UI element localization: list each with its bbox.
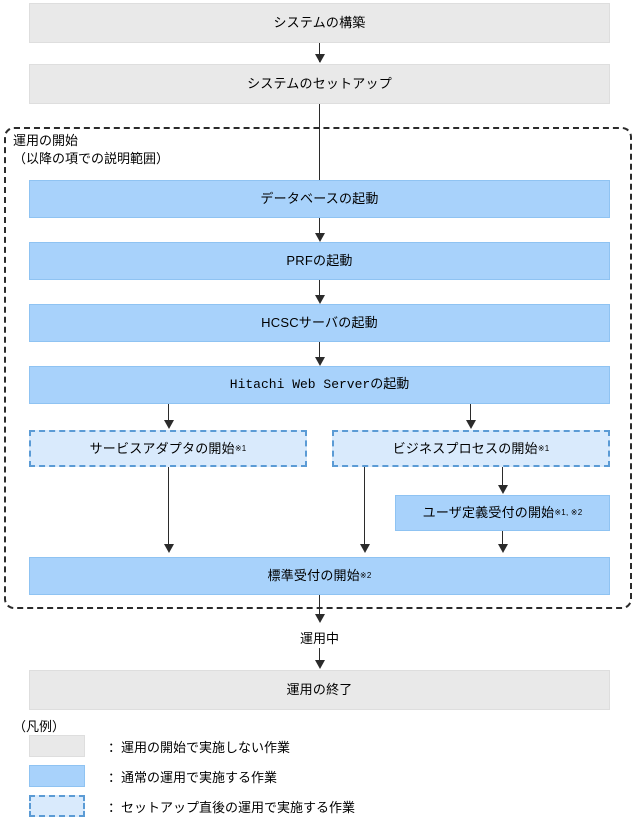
- arrowhead-prf-to-hcsc: [315, 295, 325, 304]
- node-user-defined-reception-start: ユーザ定義受付の開始※1, ※2: [395, 495, 610, 531]
- node-operation-end: 運用の終了: [29, 670, 610, 710]
- connector-business-process-to-user-defined: [502, 467, 503, 486]
- arrowhead-build-to-setup: [315, 54, 325, 63]
- node-label: ビジネスプロセスの開始: [392, 440, 538, 456]
- node-prf-start: PRFの起動: [29, 242, 610, 280]
- node-system-setup: システムのセットアップ: [29, 64, 610, 104]
- operation-start-group-label-line1: 運用の開始: [13, 133, 79, 148]
- node-label: HCSCサーバの起動: [261, 315, 378, 331]
- connector-user-defined-to-standard-reception: [502, 531, 503, 545]
- legend-label: ：運用の開始で実施しない作業: [108, 739, 291, 755]
- node-label-superscript: ※1: [537, 443, 550, 453]
- connector-hws-to-business-process: [470, 404, 471, 421]
- connector-business-process-to-standard-reception: [364, 467, 365, 545]
- connector-database-to-prf: [319, 218, 320, 234]
- node-hitachi-web-server-start: Hitachi Web Serverの起動: [29, 366, 610, 404]
- node-label: システムのセットアップ: [247, 76, 392, 92]
- legend-swatch-blue: [29, 765, 85, 787]
- legend-label: ：通常の運用で実施する作業: [108, 769, 278, 785]
- node-business-process-start: ビジネスプロセスの開始※1: [332, 430, 610, 467]
- connector-standard-reception-to-operating: [319, 595, 320, 618]
- node-label: 運用の終了: [286, 682, 353, 698]
- legend-item-dashed: ：セットアップ直後の運用で実施する作業: [29, 795, 355, 817]
- legend-item-blue: ：通常の運用で実施する作業: [29, 765, 277, 787]
- connector-prf-to-hcsc: [319, 280, 320, 296]
- arrowhead-hcsc-to-hws: [315, 357, 325, 366]
- edge-label-in-operation: 運用中: [297, 628, 343, 647]
- node-label-superscript: ※1, ※2: [554, 508, 583, 517]
- connector-build-to-setup: [319, 43, 320, 62]
- operation-start-group: [4, 127, 632, 609]
- arrowhead-service-adapter-to-standard-reception: [164, 544, 174, 553]
- arrowhead-hws-to-service-adapter: [164, 420, 174, 429]
- arrowhead-user-defined-to-standard-reception: [498, 544, 508, 553]
- node-label: サービスアダプタの開始: [89, 440, 235, 456]
- arrowhead-business-process-to-user-defined: [498, 485, 508, 494]
- arrowhead-standard-reception-to-operating: [315, 614, 325, 623]
- node-label: PRFの起動: [286, 253, 353, 269]
- node-label: 標準受付の開始: [267, 568, 360, 584]
- connector-operating-to-end: [319, 648, 320, 662]
- node-label: Hitachi Web Serverの起動: [229, 377, 410, 393]
- connector-service-adapter-to-standard-reception: [168, 467, 169, 545]
- arrowhead-operating-to-end: [315, 660, 325, 669]
- node-system-build: システムの構築: [29, 3, 610, 43]
- legend-title: （凡例）: [13, 719, 66, 734]
- legend-swatch-gray: [29, 735, 85, 757]
- node-label-superscript: ※2: [359, 571, 372, 580]
- arrowhead-database-to-prf: [315, 233, 325, 242]
- node-hcsc-server-start: HCSCサーバの起動: [29, 304, 610, 342]
- node-label: データベースの起動: [260, 191, 379, 207]
- node-label: システムの構築: [273, 15, 366, 31]
- connector-setup-to-database: [319, 104, 320, 180]
- arrowhead-business-process-to-standard-reception: [360, 544, 370, 553]
- node-standard-reception-start: 標準受付の開始※2: [29, 557, 610, 595]
- legend-swatch-dashed: [29, 795, 85, 817]
- connector-hcsc-to-hws: [319, 342, 320, 358]
- node-label: ユーザ定義受付の開始: [422, 505, 555, 521]
- legend-label: ：セットアップ直後の運用で実施する作業: [108, 799, 356, 815]
- operation-start-group-label-line2: （以降の項での説明範囲）: [13, 151, 170, 166]
- node-label-superscript: ※1: [234, 443, 247, 453]
- arrowhead-hws-to-business-process: [466, 420, 476, 429]
- legend-item-gray: ：運用の開始で実施しない作業: [29, 735, 290, 757]
- node-service-adapter-start: サービスアダプタの開始※1: [29, 430, 307, 467]
- node-database-start: データベースの起動: [29, 180, 610, 218]
- connector-hws-to-service-adapter: [168, 404, 169, 421]
